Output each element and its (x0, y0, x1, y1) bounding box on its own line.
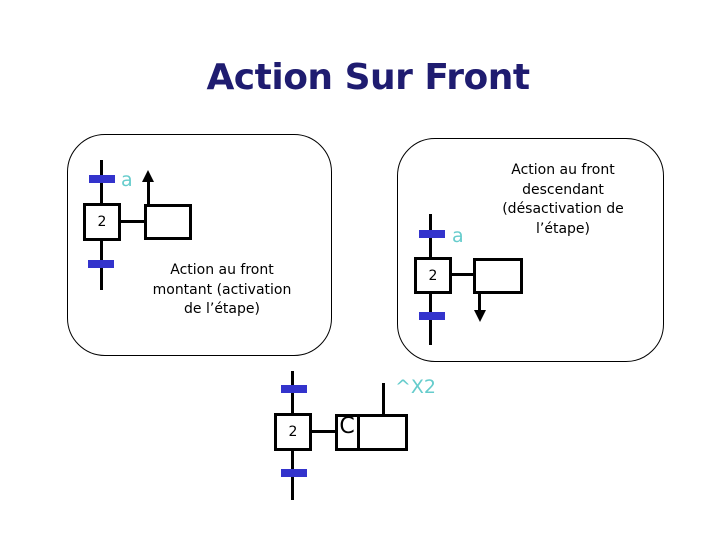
page-title: Action Sur Front (206, 57, 530, 98)
bottom-lower-transition-bar (281, 469, 307, 477)
left-lower-transition-bar (88, 260, 114, 268)
left-caption: Action au front montant (activation de l… (152, 262, 292, 317)
rising-edge-arrow-stem (147, 181, 150, 204)
left-upper-transition-bar (89, 175, 115, 183)
bottom-upper-transition-bar (281, 385, 307, 393)
right-action-box (473, 258, 523, 294)
bottom-action-box (335, 414, 408, 451)
right-upper-transition-bar (419, 230, 445, 238)
left-edge-label: a (121, 169, 133, 191)
condition-link-line (382, 383, 385, 414)
left-action-box (144, 204, 192, 240)
right-step-box: 2 (414, 257, 452, 294)
left-rounded-panel (67, 134, 332, 356)
right-step-number: 2 (428, 267, 438, 284)
falling-edge-arrow-stem (478, 294, 481, 312)
bottom-step-box: 2 (274, 413, 312, 451)
bottom-step-number: 2 (288, 424, 298, 440)
left-step-number: 2 (97, 214, 107, 230)
right-action-connector-line (451, 273, 475, 276)
left-step-box: 2 (83, 203, 121, 241)
right-caption: Action au front descendant (désactivatio… (502, 162, 624, 237)
right-lower-transition-bar (419, 312, 445, 320)
rising-edge-arrowhead-icon (142, 170, 154, 182)
bottom-action-box-divider (357, 414, 360, 451)
left-action-connector-line (119, 220, 145, 223)
falling-edge-arrowhead-icon (474, 310, 486, 322)
condition-label: ^X2 (395, 376, 437, 398)
bottom-action-qualifier: C (339, 414, 355, 439)
right-rounded-panel (397, 138, 664, 362)
right-edge-label: a (452, 225, 464, 247)
bottom-action-connector-line (312, 430, 337, 433)
